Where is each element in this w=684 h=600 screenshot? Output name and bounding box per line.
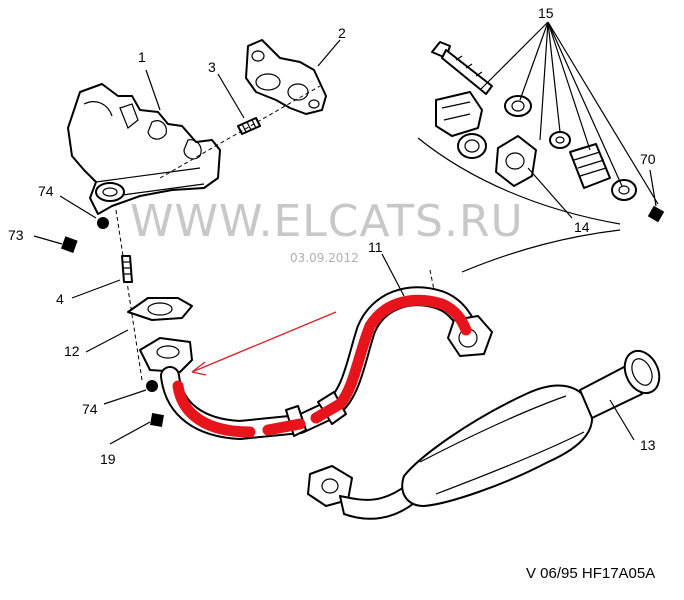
part-73-square-symbol <box>60 236 78 253</box>
callout-13: 13 <box>640 437 656 453</box>
callout-3: 3 <box>208 59 216 75</box>
leader-lines <box>33 21 659 445</box>
callout-14: 14 <box>574 219 590 235</box>
callout-74-lower: 74 <box>82 401 98 417</box>
callout-73: 73 <box>8 227 24 243</box>
flange-gasket <box>127 297 193 321</box>
callout-74-upper: 74 <box>38 183 54 199</box>
part-70-square-symbol <box>647 205 665 223</box>
callout-12: 12 <box>64 343 80 359</box>
callout-11: 11 <box>368 239 383 255</box>
part-74-lower-dot <box>146 380 158 392</box>
part-19-square-symbol <box>150 413 164 427</box>
downpipe-stud <box>121 255 133 283</box>
diagram-code: V 06/95 HF17A05A <box>526 565 655 582</box>
highlight-arrow <box>191 311 337 376</box>
hanger-detail-inset <box>417 41 637 273</box>
callout-15: 15 <box>538 5 554 21</box>
watermark-date: 03.09.2012 <box>290 251 359 265</box>
front-exhaust-pipe <box>139 286 493 440</box>
watermark-text: WWW.ELCATS.RU <box>130 196 524 247</box>
callout-19: 19 <box>100 451 116 467</box>
callout-1: 1 <box>138 49 146 65</box>
alignment-dashes <box>115 85 437 381</box>
part-74-upper-dot <box>97 217 109 229</box>
exhaust-manifold <box>67 83 221 215</box>
callout-70: 70 <box>640 151 656 167</box>
catalytic-converter <box>307 349 661 520</box>
manifold-gasket <box>245 39 327 115</box>
callout-4: 4 <box>56 291 64 307</box>
callout-2: 2 <box>338 25 346 41</box>
